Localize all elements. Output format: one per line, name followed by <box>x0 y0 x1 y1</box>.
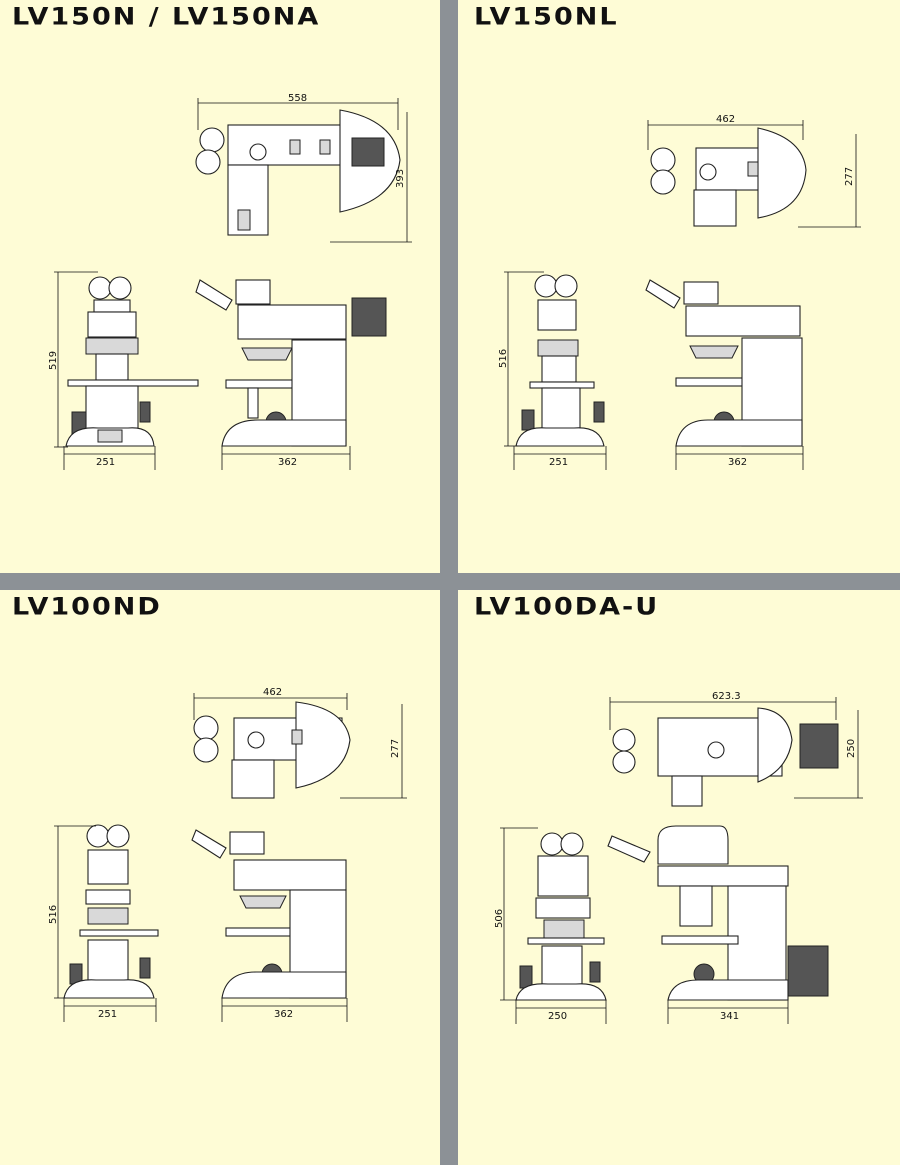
dimension-label: 462 <box>716 114 735 125</box>
dimension-drawing: 623.3 250 506 250 <box>494 691 863 1024</box>
panel-lv150nl: LV150NL 462 277 <box>458 0 900 573</box>
dimension-label: 623.3 <box>712 691 741 702</box>
dimension-label: 362 <box>278 457 297 468</box>
dimension-label: 251 <box>549 457 568 468</box>
side-view-microscope <box>607 825 829 1001</box>
dimension-drawing: 558 393 519 251 <box>48 93 412 470</box>
dimension-drawing: 462 277 516 251 <box>48 687 407 1022</box>
front-view-microscope <box>515 274 605 447</box>
dimension-label: 519 <box>48 351 59 370</box>
panel-title: LV150NL <box>474 3 619 31</box>
dimension-label: 277 <box>390 739 401 758</box>
side-view-microscope <box>191 829 347 999</box>
dimension-label: 277 <box>844 167 855 186</box>
top-view-microscope <box>193 701 351 799</box>
dimension-label: 506 <box>494 909 505 928</box>
panel-lv100nd: LV100ND 462 277 <box>0 590 440 1165</box>
dimension-label: 362 <box>274 1009 293 1020</box>
panel-lv150n: LV150N / LV150NA 558 393 <box>0 0 440 573</box>
front-view-microscope <box>515 832 607 1001</box>
dimension-label: 558 <box>288 93 307 104</box>
panel-title: LV100ND <box>12 593 162 621</box>
top-view-microscope <box>195 109 401 236</box>
top-view-microscope <box>650 127 807 227</box>
dimension-label: 251 <box>96 457 115 468</box>
dimension-label: 462 <box>263 687 282 698</box>
panel-lv100da-u: LV100DA-U 623.3 250 <box>458 590 900 1165</box>
dimension-label: 516 <box>48 905 59 924</box>
dimension-label: 516 <box>498 349 509 368</box>
dimension-label: 362 <box>728 457 747 468</box>
dimension-label: 250 <box>548 1011 567 1022</box>
dimension-label: 341 <box>720 1011 739 1022</box>
dimension-label: 251 <box>98 1009 117 1020</box>
front-view-microscope <box>63 824 159 999</box>
top-view-microscope <box>612 707 839 807</box>
dimension-label: 250 <box>846 739 857 758</box>
panel-title: LV150N / LV150NA <box>12 3 321 31</box>
panel-title: LV100DA-U <box>474 593 660 621</box>
side-view-microscope <box>195 279 387 447</box>
dimension-label: 393 <box>395 169 406 188</box>
front-view-microscope <box>65 276 199 447</box>
dimension-drawing: 462 277 516 251 <box>498 114 861 470</box>
side-view-microscope <box>645 279 803 447</box>
